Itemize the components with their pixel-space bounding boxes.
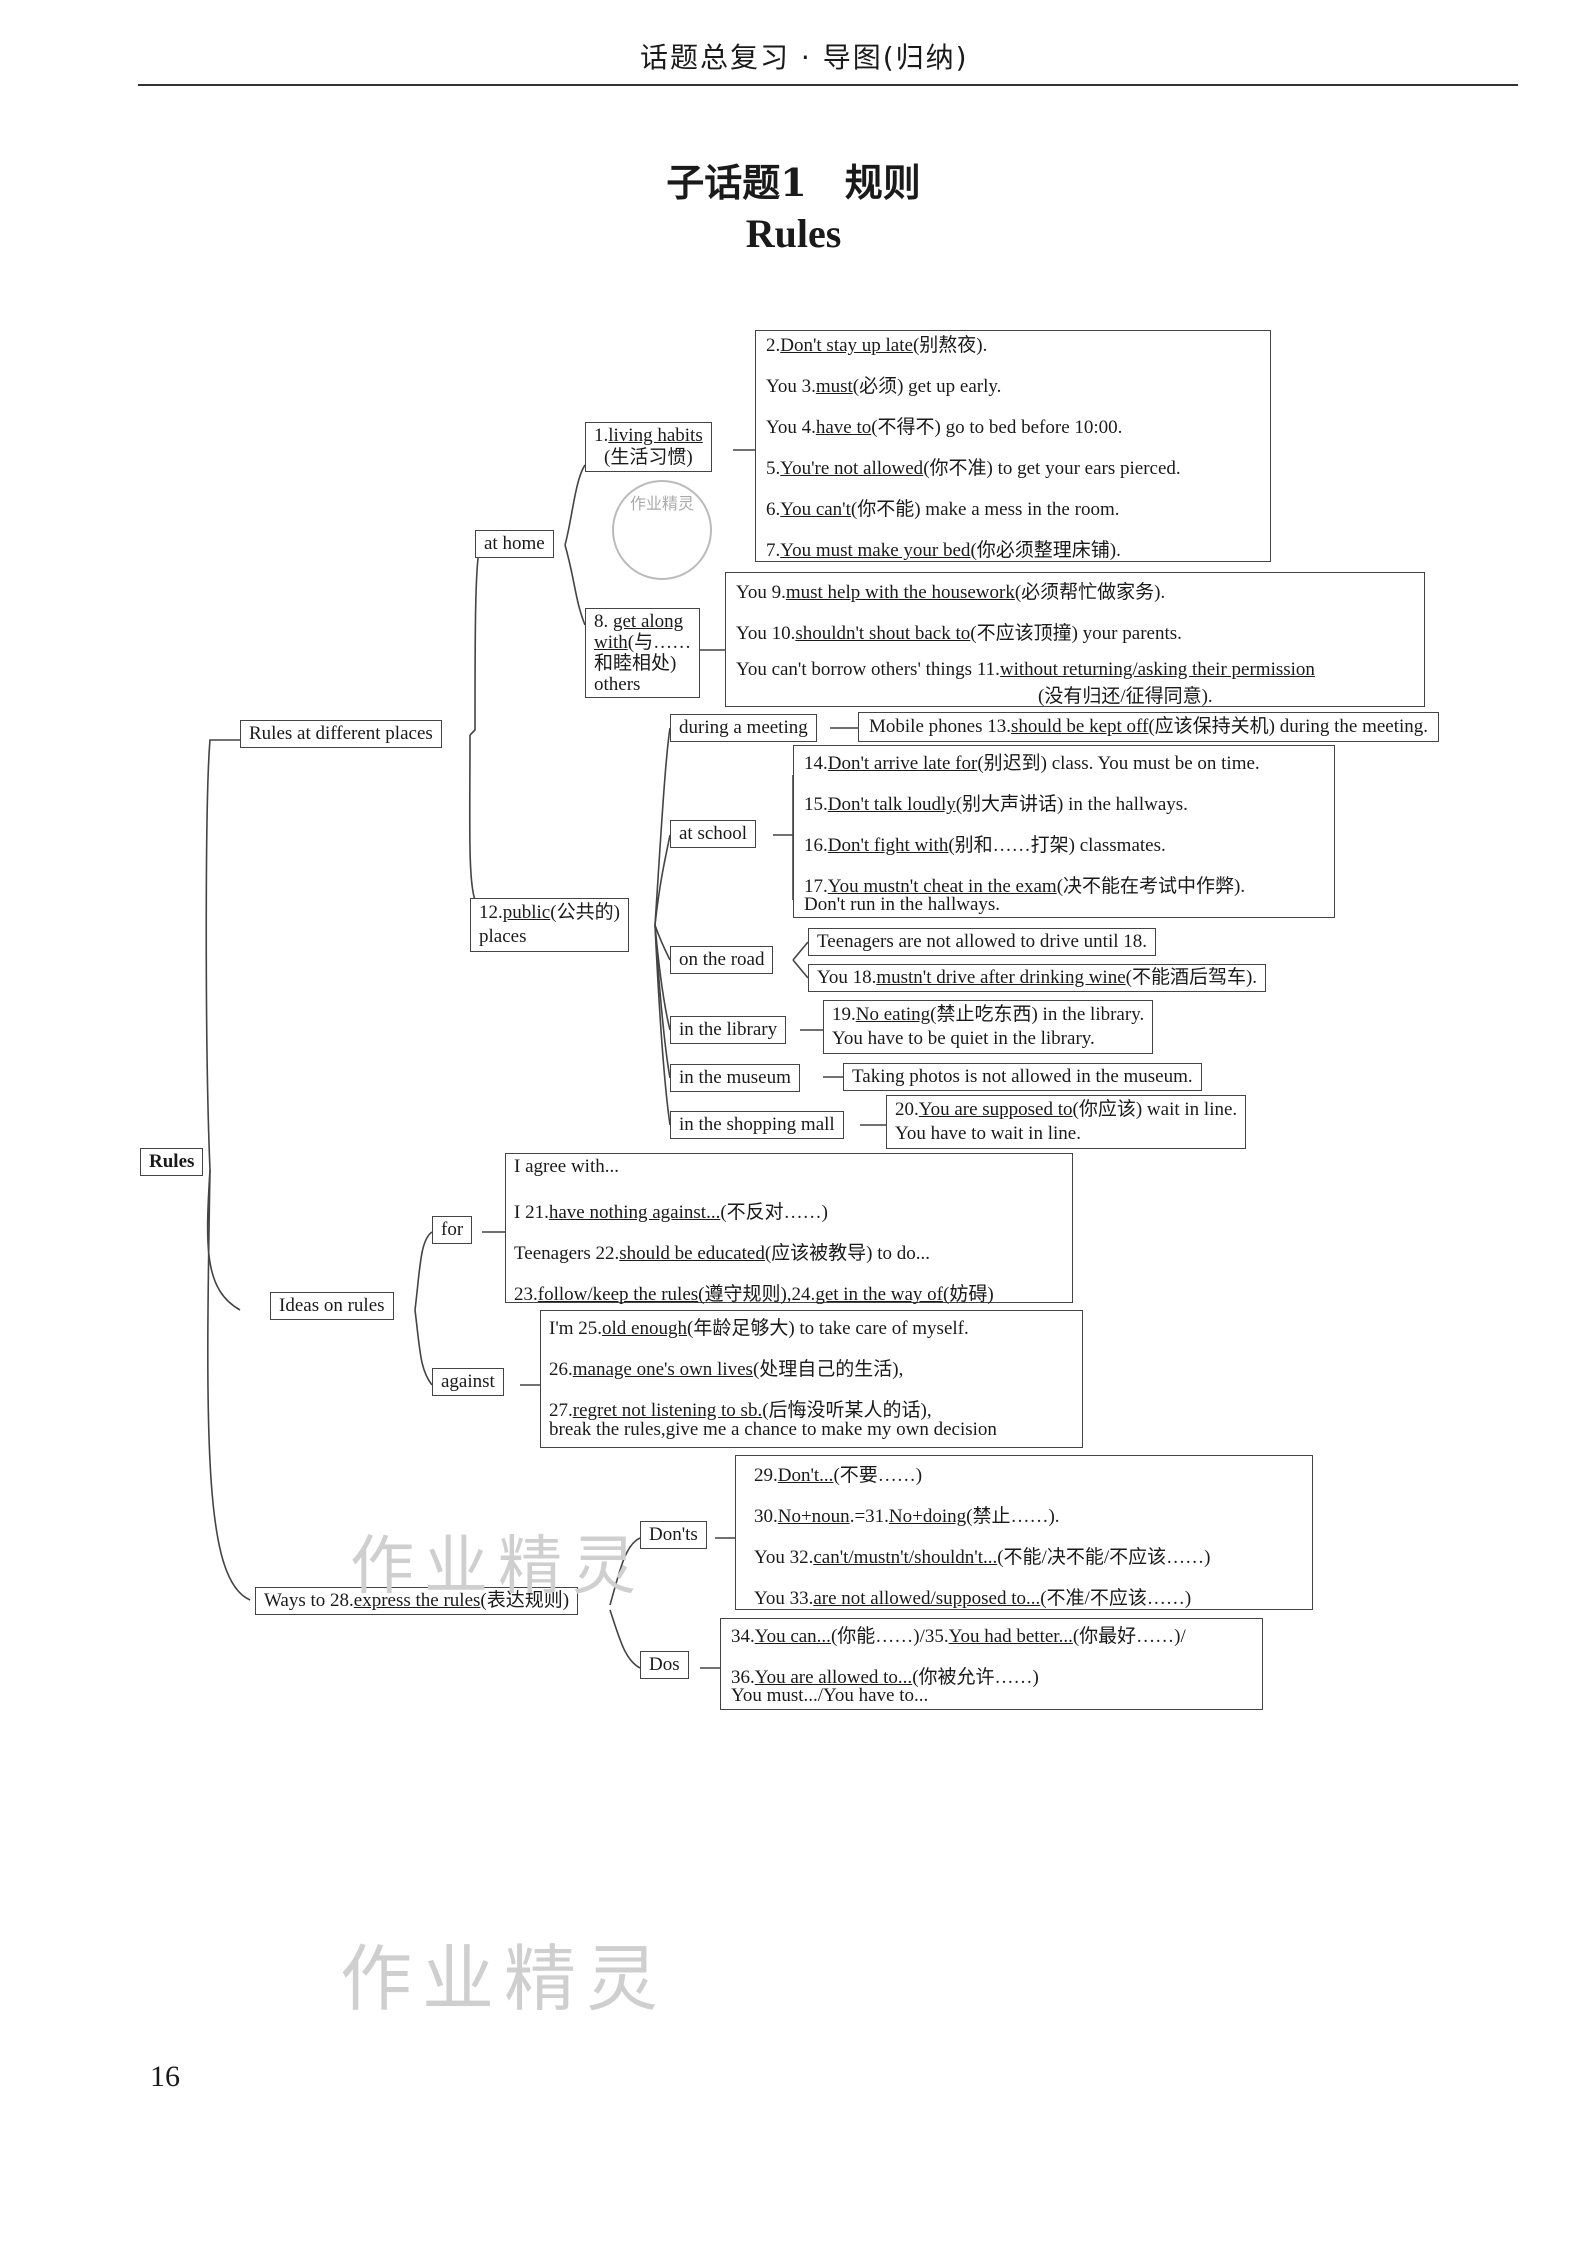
- habit-line-2: 2.Don't stay up late(别熬夜).: [766, 335, 988, 356]
- habit-line-5: 5.You're not allowed(你不准) to get your ea…: [766, 458, 1181, 479]
- node-in-the-museum: in the museum: [670, 1064, 800, 1092]
- node-in-the-library: in the library: [670, 1016, 787, 1044]
- school-line-15: 15.Don't talk loudly(别大声讲话) in the hallw…: [804, 794, 1188, 815]
- box-get-along: You 9.must help with the housework(必须帮忙做…: [725, 572, 1425, 707]
- box-against: I'm 25.old enough(年龄足够大) to take care of…: [540, 1310, 1083, 1448]
- box-donts: 29.Don't...(不要……) 30.No+noun.=31.No+doin…: [735, 1455, 1313, 1610]
- box-road-18: Teenagers are not allowed to drive until…: [808, 928, 1157, 956]
- box-dos: 34.You can...(你能……)/35.You had better...…: [720, 1618, 1263, 1710]
- habit-line-6: 6.You can't(你不能) make a mess in the room…: [766, 499, 1120, 520]
- box-road-drink: You 18.mustn't drive after drinking wine…: [808, 964, 1267, 992]
- school-line-run: Don't run in the hallways.: [804, 894, 1001, 915]
- header-rule: [138, 84, 1518, 86]
- node-against: against: [432, 1368, 504, 1396]
- watermark-stamp: 作业精灵: [612, 480, 712, 580]
- donts-line-33: You 33.are not allowed/supposed to...(不准…: [754, 1588, 1192, 1609]
- along-line-9: You 9.must help with the housework(必须帮忙做…: [736, 582, 1166, 603]
- along-line-11: You can't borrow others' things 11.witho…: [736, 659, 1315, 680]
- node-rules-at-different-places: Rules at different places: [240, 720, 442, 748]
- node-ways-to-express-rules: Ways to 28.express the rules(表达规则): [255, 1587, 579, 1615]
- box-for: I agree with... I 21.have nothing agains…: [505, 1153, 1073, 1305]
- along-line-11-cn: (没有归还/征得同意).: [1038, 686, 1213, 707]
- against-line-break: break the rules,give me a chance to make…: [549, 1419, 997, 1440]
- living-habits-num: 1.: [594, 425, 609, 446]
- box-meeting: Mobile phones 13.should be kept off(应该保持…: [858, 712, 1440, 742]
- habit-line-4: You 4.have to(不得不) go to bed before 10:0…: [766, 417, 1123, 438]
- habit-line-3: You 3.must(必须) get up early.: [766, 376, 1002, 397]
- node-on-the-road: on the road: [670, 946, 774, 974]
- for-line-1: I agree with...: [514, 1156, 619, 1177]
- living-habits-cn: (生活习惯): [604, 447, 693, 468]
- school-line-14: 14.Don't arrive late for(别迟到) class. You…: [804, 753, 1260, 774]
- node-dos: Dos: [640, 1651, 689, 1679]
- dos-line-34-35: 34.You can...(你能……)/35.You had better...…: [731, 1626, 1186, 1647]
- box-library: 19.No eating(禁止吃东西) in the library. You …: [823, 1000, 1154, 1054]
- node-ideas-on-rules: Ideas on rules: [270, 1292, 394, 1320]
- node-living-habits: 1.living habits (生活习惯): [585, 422, 712, 472]
- for-line-22: Teenagers 22.should be educated(应该被教导) t…: [514, 1243, 931, 1264]
- page-number: 16: [150, 2060, 180, 2093]
- node-donts: Don'ts: [640, 1521, 707, 1549]
- against-line-26: 26.manage one's own lives(处理自己的生活),: [549, 1359, 904, 1380]
- for-line-21: I 21.have nothing against...(不反对……): [514, 1202, 828, 1223]
- node-at-school: at school: [670, 820, 757, 848]
- node-public-places: 12.public(公共的) places: [470, 898, 629, 952]
- along-line-10: You 10.shouldn't shout back to(不应该顶撞) yo…: [736, 623, 1182, 644]
- node-for: for: [432, 1216, 473, 1244]
- donts-line-30-31: 30.No+noun.=31.No+doing(禁止……).: [754, 1506, 1060, 1527]
- habit-line-7: 7.You must make your bed(你必须整理床铺).: [766, 540, 1121, 561]
- root-node-rules: Rules: [140, 1148, 204, 1176]
- watermark-bottom: 作业精灵: [340, 1937, 669, 2021]
- box-shopping-mall: 20.You are supposed to(你应该) wait in line…: [886, 1095, 1247, 1149]
- page-title-chinese: 子话题1 规则: [666, 160, 921, 205]
- node-during-a-meeting: during a meeting: [670, 714, 817, 742]
- for-line-23-24: 23.follow/keep the rules(遵守规则),24.get in…: [514, 1284, 994, 1305]
- node-at-home: at home: [475, 530, 554, 558]
- dos-line-36: 36.You are allowed to...(你被允许……): [731, 1667, 1039, 1688]
- against-line-27: 27.regret not listening to sb.(后悔没听某人的话)…: [549, 1400, 932, 1421]
- watermark-mid: 作业精灵: [350, 1530, 646, 1604]
- against-line-25: I'm 25.old enough(年龄足够大) to take care of…: [549, 1318, 969, 1339]
- box-museum: Taking photos is not allowed in the muse…: [843, 1063, 1202, 1091]
- box-living-habits: 2.Don't stay up late(别熬夜). You 3.must(必须…: [755, 330, 1271, 562]
- node-in-the-shopping-mall: in the shopping mall: [670, 1111, 844, 1139]
- school-line-17: 17.You mustn't cheat in the exam(决不能在考试中…: [804, 876, 1246, 897]
- school-line-16: 16.Don't fight with(别和……打架) classmates.: [804, 835, 1166, 856]
- dos-line-must: You must.../You have to...: [731, 1685, 929, 1706]
- donts-line-29: 29.Don't...(不要……): [754, 1465, 923, 1486]
- page-title-english: Rules: [745, 211, 842, 256]
- box-at-school: 14.Don't arrive late for(别迟到) class. You…: [793, 745, 1335, 918]
- living-habits-head: living habits: [608, 425, 703, 446]
- node-get-along: 8. get along with(与…… 和睦相处) others: [585, 608, 701, 698]
- page-header: 话题总复习 · 导图(归纳): [640, 41, 969, 74]
- donts-line-32: You 32.can't/mustn't/shouldn't...(不能/决不能…: [754, 1547, 1211, 1568]
